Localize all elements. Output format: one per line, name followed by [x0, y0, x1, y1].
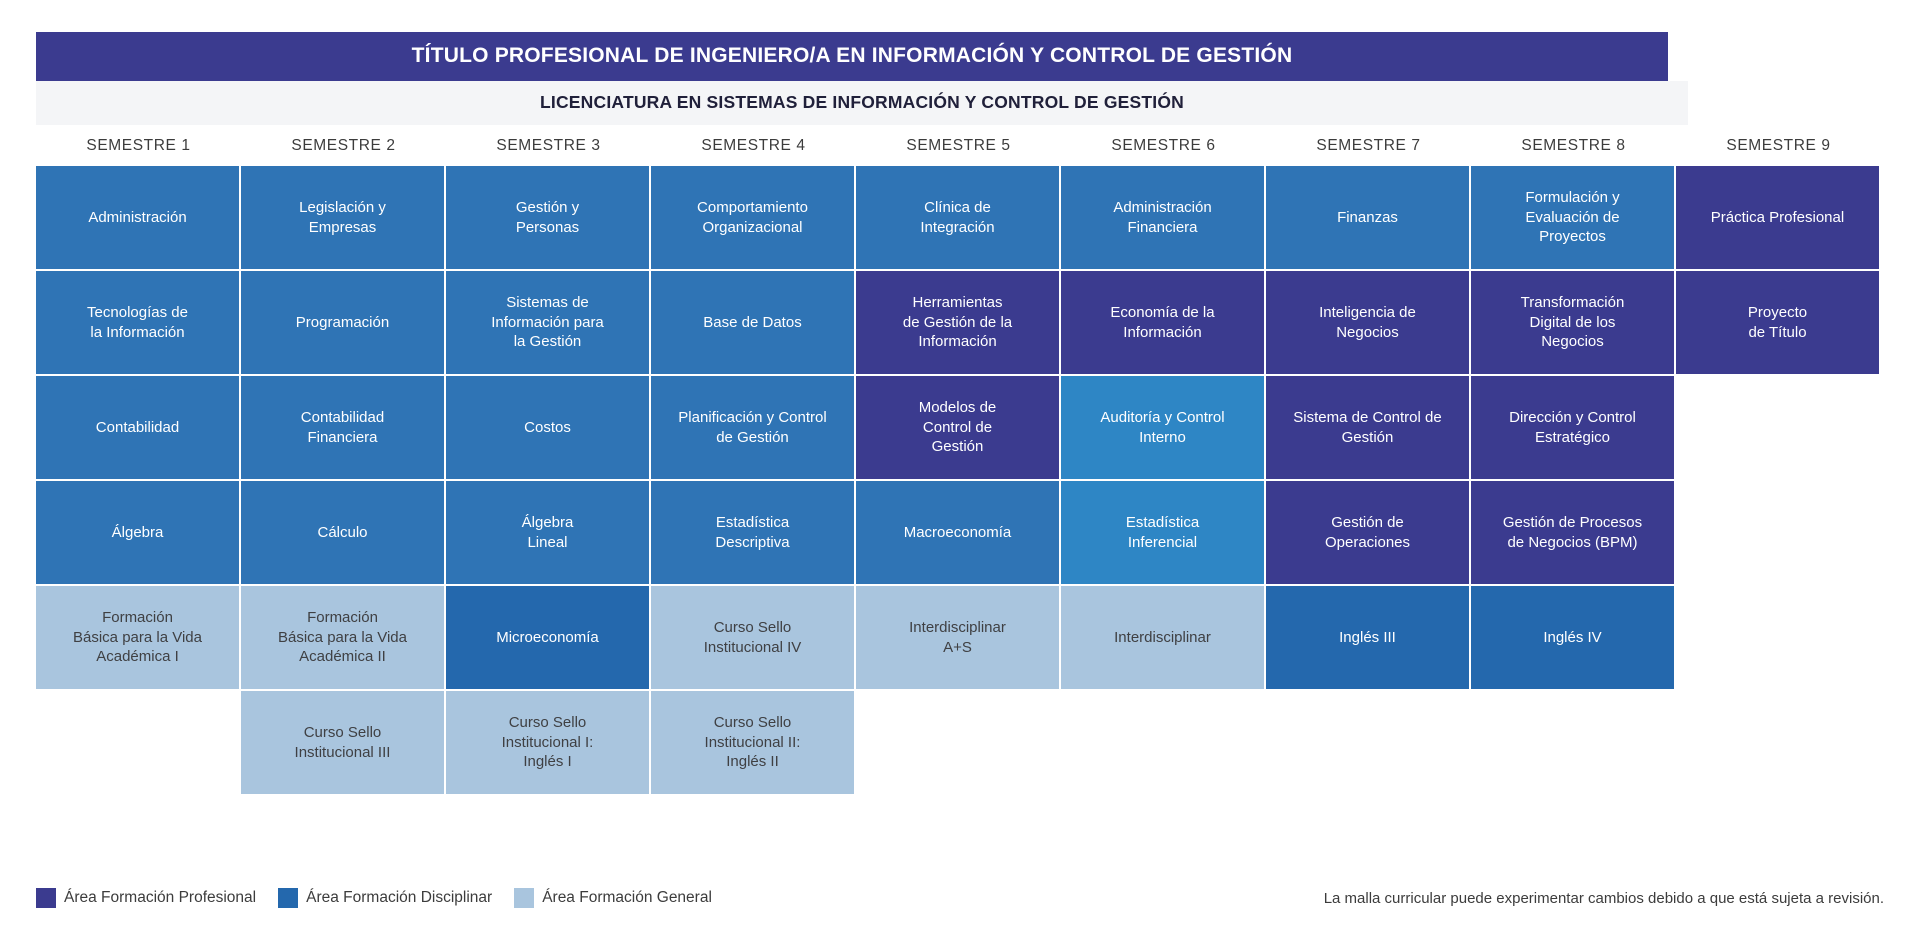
legend-item: Área Formación Disciplinar: [278, 888, 492, 908]
empty-cell: [36, 691, 241, 796]
semester-header-9: SEMESTRE 9: [1676, 125, 1881, 166]
course-cell[interactable]: Programación: [241, 271, 446, 376]
legend-label: Área Formación General: [542, 889, 712, 906]
course-cell[interactable]: Macroeconomía: [856, 481, 1061, 586]
course-cell[interactable]: Inglés IV: [1471, 586, 1676, 691]
header-banners: TÍTULO PROFESIONAL DE INGENIERO/A EN INF…: [0, 0, 1920, 125]
empty-cell: [1676, 481, 1881, 586]
empty-cell: [1266, 691, 1471, 796]
empty-cell: [1676, 691, 1881, 796]
empty-cell: [1676, 586, 1881, 691]
course-cell[interactable]: Costos: [446, 376, 651, 481]
legend: Área Formación Profesional Área Formación…: [36, 888, 726, 908]
empty-cell: [856, 691, 1061, 796]
semester-header-2: SEMESTRE 2: [241, 125, 446, 166]
semester-header-3: SEMESTRE 3: [446, 125, 651, 166]
course-cell[interactable]: Práctica Profesional: [1676, 166, 1881, 271]
empty-cell: [1061, 691, 1266, 796]
course-cell[interactable]: Cálculo: [241, 481, 446, 586]
legend-swatch-icon: [514, 888, 535, 908]
semester-header-6: SEMESTRE 6: [1061, 125, 1266, 166]
empty-cell: [1471, 691, 1676, 796]
legend-swatch-icon: [278, 888, 299, 908]
course-cell[interactable]: Inglés III: [1266, 586, 1471, 691]
course-cell[interactable]: Administración: [36, 166, 241, 271]
semester-header-1: SEMESTRE 1: [36, 125, 241, 166]
degree-subtitle: LICENCIATURA EN SISTEMAS DE INFORMACIÓN …: [36, 81, 1688, 125]
course-cell[interactable]: Álgebra: [36, 481, 241, 586]
legend-item: Área Formación General: [514, 888, 712, 908]
course-cell[interactable]: Base de Datos: [651, 271, 856, 376]
semester-header-4: SEMESTRE 4: [651, 125, 856, 166]
semester-header-7: SEMESTRE 7: [1266, 125, 1471, 166]
legend-item: Área Formación Profesional: [36, 888, 256, 908]
course-cell[interactable]: Microeconomía: [446, 586, 651, 691]
course-cell[interactable]: Interdisciplinar: [1061, 586, 1266, 691]
degree-title: TÍTULO PROFESIONAL DE INGENIERO/A EN INF…: [36, 32, 1668, 81]
footer: Área Formación Profesional Área Formación…: [36, 888, 1884, 908]
semester-header-8: SEMESTRE 8: [1471, 125, 1676, 166]
semester-header-5: SEMESTRE 5: [856, 125, 1061, 166]
course-cell[interactable]: Contabilidad: [36, 376, 241, 481]
empty-cell: [1676, 376, 1881, 481]
course-cell[interactable]: Finanzas: [1266, 166, 1471, 271]
disclaimer-text: La malla curricular puede experimentar c…: [1323, 889, 1884, 907]
legend-label: Área Formación Disciplinar: [306, 889, 493, 906]
legend-label: Área Formación Profesional: [64, 889, 257, 906]
legend-swatch-icon: [36, 888, 56, 908]
